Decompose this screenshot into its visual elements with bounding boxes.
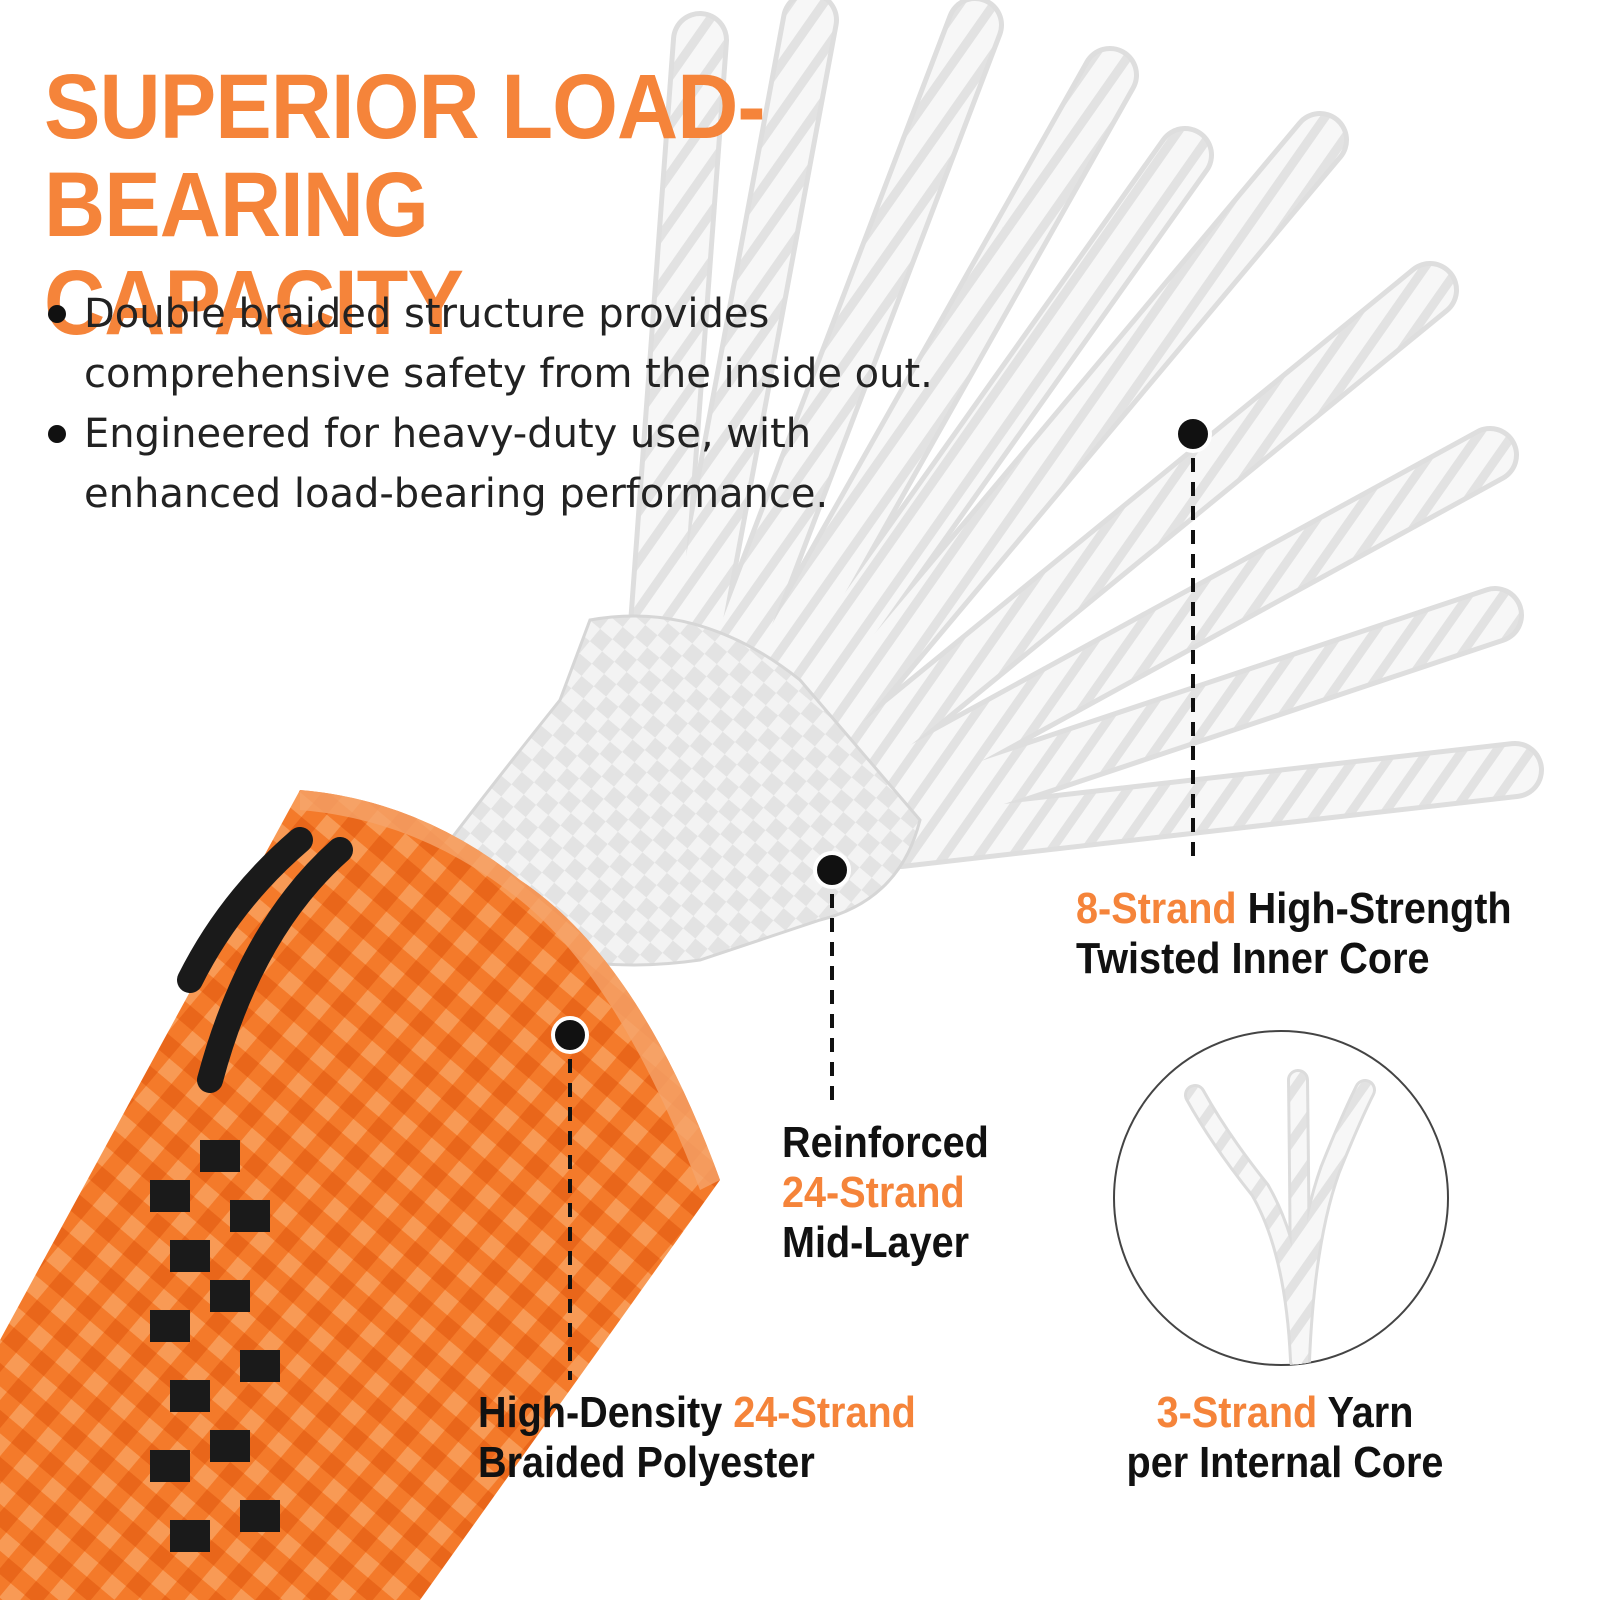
- callout-highlight: 24-Strand: [782, 1168, 965, 1217]
- callout-highlight: 8-Strand: [1076, 884, 1237, 933]
- callout-text: per Internal Core: [1126, 1438, 1444, 1487]
- bullet-icon: [48, 305, 66, 323]
- feature-item: Double braided structure provides compre…: [48, 284, 1008, 404]
- feature-line: Engineered for heavy-duty use, with: [84, 411, 812, 457]
- yarn-strands: [1184, 1069, 1376, 1365]
- bullet-icon: [48, 425, 66, 443]
- title-line-1: SUPERIOR LOAD-BEARING: [44, 56, 766, 256]
- feature-line: comprehensive safety from the inside out…: [84, 351, 933, 397]
- title-line-2: CAPACITY: [44, 252, 464, 354]
- feature-list: Double braided structure provides compre…: [48, 284, 1008, 524]
- callout-highlight: 24-Strand: [733, 1388, 916, 1437]
- feature-line: enhanced load-bearing performance.: [84, 471, 829, 517]
- callout-text: Twisted Inner Core: [1076, 934, 1430, 983]
- mid-layer-braid: [417, 614, 922, 967]
- callout-outer-braid: High-Density 24-Strand Braided Polyester: [478, 1388, 916, 1488]
- callout-text: Yarn: [1317, 1388, 1414, 1437]
- callout-text: Mid-Layer: [782, 1218, 970, 1267]
- callout-text: High-Strength: [1236, 884, 1512, 933]
- leader-lines: [568, 434, 1195, 1380]
- callout-inner-core: 8-Strand High-Strength Twisted Inner Cor…: [1076, 884, 1512, 984]
- dot-marker-icon: [813, 851, 851, 889]
- callout-text: Reinforced: [782, 1118, 989, 1167]
- dot-marker-icon: [551, 1016, 589, 1054]
- inner-core-strands: [621, 0, 1544, 869]
- outer-braid: [0, 790, 720, 1600]
- page-title: SUPERIOR LOAD-BEARING CAPACITY: [44, 58, 1056, 352]
- callout-mid-layer: Reinforced 24-Strand Mid-Layer: [782, 1118, 989, 1268]
- callout-text: Braided Polyester: [478, 1438, 815, 1487]
- dot-marker-icon: [1174, 415, 1212, 453]
- feature-item: Engineered for heavy-duty use, with enha…: [48, 404, 1008, 524]
- callout-yarn: 3-Strand Yarn per Internal Core: [1105, 1388, 1465, 1488]
- feature-line: Double braided structure provides: [84, 291, 770, 337]
- callout-text: High-Density: [478, 1388, 734, 1437]
- yarn-inset-circle: [1113, 1030, 1449, 1366]
- callout-highlight: 3-Strand: [1156, 1388, 1318, 1437]
